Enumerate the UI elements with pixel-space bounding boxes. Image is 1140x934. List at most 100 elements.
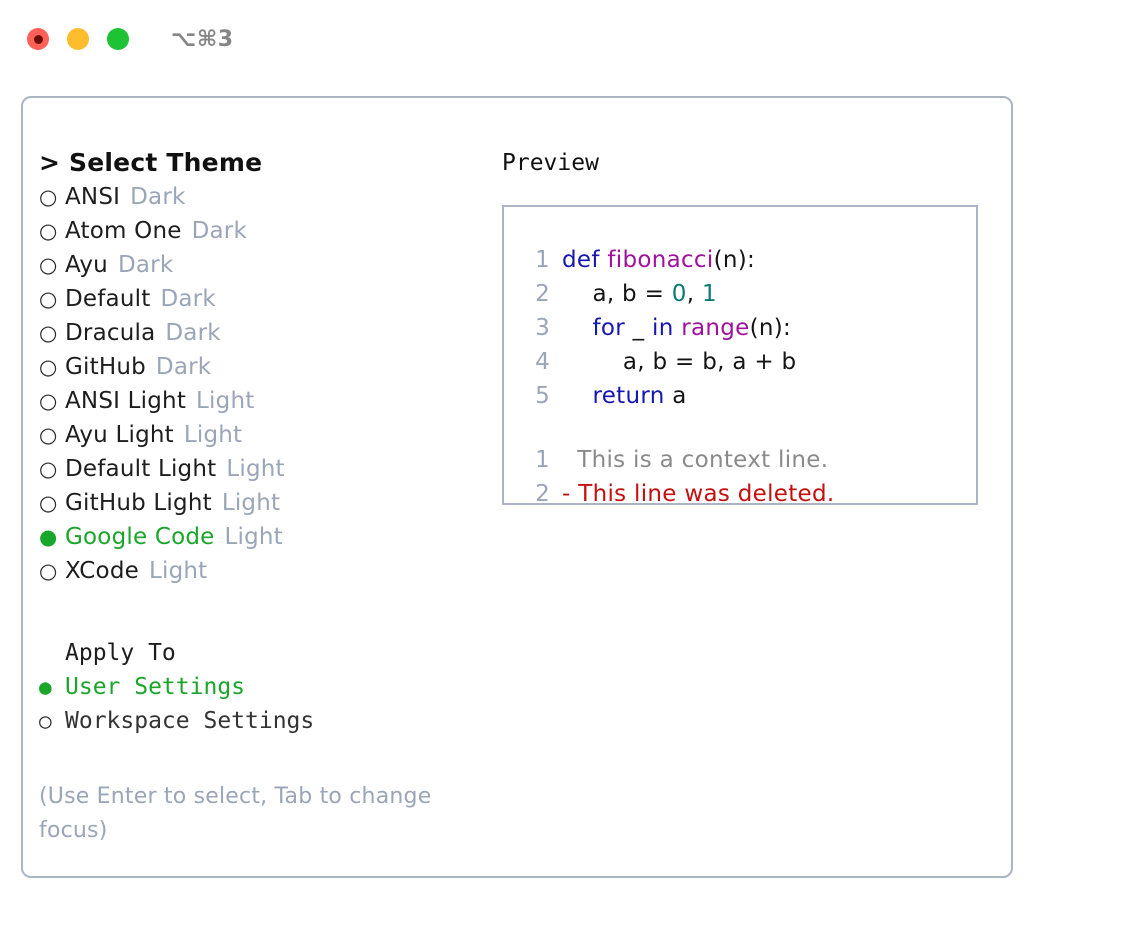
theme-kind-label: Dark xyxy=(155,354,212,380)
theme-name-label: GitHub Light xyxy=(65,490,212,516)
code-token-plain: a xyxy=(664,383,687,409)
maximize-window-button[interactable] xyxy=(107,28,129,50)
theme-name-label: GitHub xyxy=(65,354,146,380)
code-line-text: for _ in range(n): xyxy=(562,311,791,345)
theme-name-label: XCode xyxy=(65,558,139,584)
radio-unselected-icon[interactable]: ○ xyxy=(39,219,58,243)
theme-kind-label: Dark xyxy=(160,286,216,312)
select-theme-header: > Select Theme xyxy=(39,148,263,177)
radio-unselected-icon[interactable]: ○ xyxy=(39,709,52,733)
theme-name-label: Ayu xyxy=(65,252,108,278)
code-token-plain: _ xyxy=(624,315,653,341)
diff-line-number: 2 xyxy=(535,481,550,505)
radio-unselected-icon[interactable]: ○ xyxy=(39,389,58,413)
theme-list-item[interactable]: ○ Dracula Dark xyxy=(39,316,469,350)
theme-kind-label: Light xyxy=(224,524,283,550)
diff-line-text: This line was deleted. xyxy=(570,481,835,505)
diff-line: 1 This is a context line. xyxy=(520,443,976,477)
radio-selected-icon[interactable]: ● xyxy=(39,525,58,549)
theme-list-item[interactable]: ○ ANSI Light Light xyxy=(39,384,469,418)
theme-list-item[interactable]: ○ Ayu Light Light xyxy=(39,418,469,452)
diff-line: 2- This line was deleted. xyxy=(520,477,976,505)
code-diff-separator xyxy=(520,413,976,443)
theme-list-item[interactable]: ○ GitHub Dark xyxy=(39,350,469,384)
line-number: 2 xyxy=(535,281,550,307)
code-token-keyword: for xyxy=(592,315,625,341)
code-token-keyword: def xyxy=(562,247,608,273)
code-token-plain: (n): xyxy=(713,247,756,273)
code-token-number: 1 xyxy=(701,281,717,307)
code-token-number: 0 xyxy=(671,281,687,307)
apply-to-option[interactable]: ○ Workspace Settings xyxy=(39,704,469,738)
apply-to-option-label: Workspace Settings xyxy=(65,708,315,734)
code-token-plain: (n): xyxy=(749,315,792,341)
code-line-text: def fibonacci(n): xyxy=(562,243,755,277)
theme-name-label: Default xyxy=(65,286,151,312)
code-token-plain: a, b = xyxy=(562,281,672,307)
theme-name-label: Atom One xyxy=(65,218,182,244)
theme-kind-label: Dark xyxy=(165,320,221,346)
code-token-plain: , xyxy=(686,281,702,307)
theme-name-label: ANSI Light xyxy=(65,388,187,414)
apply-to-header: Apply To xyxy=(65,640,176,666)
apply-to-option-list: ● User Settings ○ Workspace Settings xyxy=(39,670,469,738)
line-number: 5 xyxy=(535,383,550,409)
line-number: 4 xyxy=(535,349,550,375)
code-line: 4 a, b = b, a + b xyxy=(520,345,976,379)
theme-kind-label: Light xyxy=(226,456,285,482)
code-line-text: return a xyxy=(562,379,687,413)
code-line-text: a, b = 0, 1 xyxy=(562,277,717,311)
close-window-button[interactable] xyxy=(27,28,49,50)
code-token-plain xyxy=(562,383,592,409)
theme-kind-label: Light xyxy=(183,422,243,448)
radio-unselected-icon[interactable]: ○ xyxy=(39,423,58,447)
theme-list-item[interactable]: ○ Default Dark xyxy=(39,282,469,316)
keyboard-shortcut-label: ⌥⌘3 xyxy=(171,26,234,52)
code-token-function: fibonacci xyxy=(607,247,714,273)
code-line: 3 for _ in range(n): xyxy=(520,311,976,345)
theme-list-item[interactable]: ○ Default Light Light xyxy=(39,452,469,486)
code-line-text: a, b = b, a + b xyxy=(562,345,796,379)
code-token-plain xyxy=(562,315,592,341)
code-token-plain: a, b = b, a + b xyxy=(562,349,797,375)
theme-list-item[interactable]: ○ ANSI Dark xyxy=(39,180,469,214)
code-token-keyword: return xyxy=(592,383,665,409)
theme-kind-label: Light xyxy=(148,558,208,584)
radio-unselected-icon[interactable]: ○ xyxy=(39,355,58,379)
diff-line-text: This is a context line. xyxy=(569,447,829,473)
theme-kind-label: Dark xyxy=(130,184,186,210)
radio-unselected-icon[interactable]: ○ xyxy=(39,185,58,209)
preview-header: Preview xyxy=(502,150,599,176)
theme-name-label: Dracula xyxy=(65,320,156,346)
theme-kind-label: Light xyxy=(196,388,255,414)
apply-to-option-label: User Settings xyxy=(65,674,246,700)
code-line: 5 return a xyxy=(520,379,976,413)
radio-unselected-icon[interactable]: ○ xyxy=(39,321,58,345)
diff-sample: 1 This is a context line.2- This line wa… xyxy=(520,443,976,505)
radio-selected-icon[interactable]: ● xyxy=(39,675,52,699)
diff-marker xyxy=(562,443,570,477)
theme-list-item[interactable]: ○ XCode Light xyxy=(39,554,469,588)
apply-to-option[interactable]: ● User Settings xyxy=(39,670,469,704)
radio-unselected-icon[interactable]: ○ xyxy=(39,457,58,481)
radio-unselected-icon[interactable]: ○ xyxy=(39,253,58,277)
minimize-window-button[interactable] xyxy=(67,28,89,50)
radio-unselected-icon[interactable]: ○ xyxy=(39,287,58,311)
radio-unselected-icon[interactable]: ○ xyxy=(39,491,58,515)
theme-name-label: Ayu Light xyxy=(65,422,174,448)
title-bar: ⌥⌘3 xyxy=(0,0,1140,78)
code-line: 2 a, b = 0, 1 xyxy=(520,277,976,311)
radio-unselected-icon[interactable]: ○ xyxy=(39,559,58,583)
theme-name-label: ANSI xyxy=(65,184,121,210)
theme-name-label: Default Light xyxy=(65,456,217,482)
